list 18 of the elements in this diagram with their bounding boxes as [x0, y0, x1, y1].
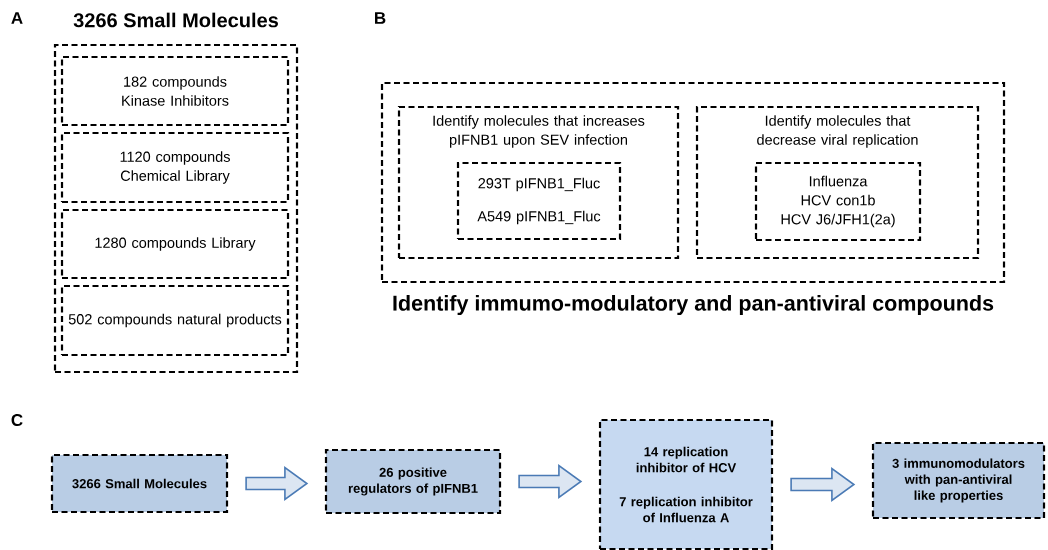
block-arrow	[245, 465, 309, 502]
block-arrow	[518, 463, 583, 500]
panel-letter: B	[375, 12, 386, 24]
model-box: 293T pIFNB1_Fluc A549 pIFNB1_Fluc	[456, 161, 622, 241]
step-box: 14 replication inhibitor of HCV 7 replication inhibitor of Influenza A	[598, 418, 774, 550]
panel-letter: C	[11, 414, 23, 427]
library-box: 1280 compounds Library	[60, 208, 290, 280]
model-box: Influenza HCV con1b HCV J6/JFH1(2a)	[754, 161, 922, 242]
step-box: 26 positive regulators of pIFNB1	[324, 448, 502, 515]
library-box: 1120 compounds Chemical Library	[60, 131, 290, 204]
library-box: 182 compounds Kinase Inhibitors	[60, 55, 290, 127]
library-box: 502 compounds natural products	[60, 284, 290, 357]
section-heading: Identify immumo-modulatory and pan-antiviral compounds	[393, 295, 994, 316]
section-heading: 3266 Small Molecules	[73, 12, 278, 28]
step-box: 3266 Small Molecules	[50, 453, 229, 514]
block-arrow	[790, 466, 856, 503]
panel-letter: A	[11, 12, 23, 24]
step-box: 3 immunomodulators with pan-antiviral like properties	[871, 441, 1046, 520]
